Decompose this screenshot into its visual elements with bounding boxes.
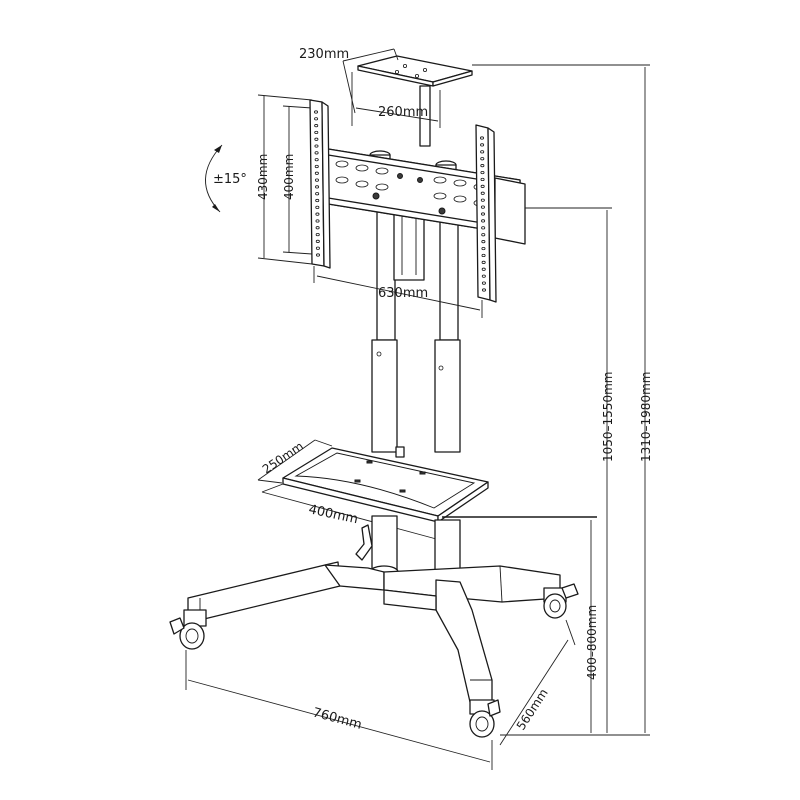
dim-base-depth: 560mm: [499, 619, 576, 746]
bracket-hole: [481, 240, 486, 244]
bracket-hole: [481, 281, 486, 285]
bracket-hole: [314, 144, 319, 148]
bracket-hole: [481, 226, 486, 230]
bracket-hole: [480, 212, 485, 216]
top-camera-tray: [357, 55, 473, 147]
bracket-arm-holes: [313, 110, 486, 292]
bracket-hole: [315, 226, 320, 230]
label-shelf-height: 400–800mm: [585, 605, 599, 680]
bracket-hole: [315, 232, 320, 237]
upright-posts: [371, 204, 461, 453]
bracket-hole: [480, 150, 485, 154]
bracket-hole: [315, 198, 320, 203]
bracket-hole: [314, 124, 319, 128]
caster-right: [543, 583, 579, 619]
caster-front: [469, 699, 501, 738]
bracket-hole: [481, 219, 486, 223]
bracket-hole: [479, 136, 484, 140]
bracket-hole: [314, 137, 319, 141]
label-tilt: ±15°: [213, 172, 247, 187]
lower-columns: [355, 515, 461, 581]
dim-bracket-width: 630mm: [313, 266, 483, 318]
bracket-hole: [481, 274, 486, 278]
dim-base-width: 760mm: [185, 650, 493, 770]
bracket-hole: [481, 260, 486, 264]
bracket-hole: [315, 185, 320, 189]
bracket-hole: [480, 205, 485, 209]
vesa-bracket: [309, 99, 526, 303]
dim-bracket-height: [257, 94, 313, 265]
bracket-hole: [314, 158, 319, 162]
bracket-hole: [480, 198, 485, 202]
label-overall-height: 1310–1980mm: [639, 372, 653, 462]
bracket-hole: [480, 191, 485, 195]
caster-left: [169, 609, 207, 650]
label-bracket-height-range: 1050–1550mm: [601, 372, 615, 462]
label-760: 760mm: [311, 705, 363, 732]
bracket-hole: [481, 246, 486, 251]
tilt-indicator: ±15°: [205, 144, 247, 213]
label-260: 260mm: [378, 105, 428, 120]
bracket-hole: [315, 246, 320, 250]
bracket-hole: [315, 192, 320, 196]
bracket-hole: [480, 177, 485, 182]
av-shelf: [282, 446, 489, 523]
label-560: 560mm: [514, 686, 551, 732]
bracket-hole: [315, 253, 320, 257]
bracket-hole: [315, 212, 320, 216]
bracket-hole: [481, 267, 486, 271]
label-230: 230mm: [299, 47, 349, 62]
bracket-hole: [315, 219, 320, 223]
bracket-hole: [313, 110, 318, 114]
label-430: 430mm: [256, 154, 270, 200]
bracket-hole: [314, 117, 319, 121]
bracket-hole: [481, 288, 486, 292]
label-630: 630mm: [378, 286, 428, 301]
bracket-hole: [481, 253, 486, 258]
bracket-hole: [314, 164, 319, 169]
bracket-hole: [315, 205, 320, 209]
bracket-hole: [314, 178, 319, 182]
bracket-hole: [314, 171, 319, 175]
dim-post-spacing: 260mm: [351, 72, 441, 128]
bracket-hole: [480, 164, 485, 168]
bracket-hole: [315, 239, 320, 243]
dim-height-guides: [442, 64, 650, 736]
bracket-hole: [314, 151, 319, 155]
base-frame: [187, 561, 561, 703]
bracket-hole: [480, 143, 485, 147]
label-400-bracket: 400mm: [282, 154, 296, 200]
bracket-hole: [314, 130, 319, 135]
bracket-hole: [481, 233, 486, 237]
bracket-hole: [480, 184, 485, 188]
bracket-hole: [480, 170, 485, 175]
bracket-hole: [480, 157, 485, 161]
label-400-shelf: 400mm: [307, 502, 359, 527]
dim-top-tray-width: 230mm: [299, 47, 399, 114]
